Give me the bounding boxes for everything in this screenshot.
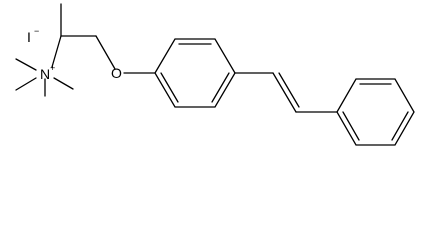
oxygen-symbol: O	[111, 65, 122, 81]
phenylene-double-bond-right	[211, 72, 230, 103]
phenyl-double-bond-left	[342, 111, 360, 141]
nitrogen-symbol: N	[40, 66, 50, 82]
phenyl-ring	[336, 78, 415, 146]
n-to-ch-bond	[51, 35, 62, 68]
vinyl-double-bond-inner	[278, 72, 300, 108]
vinylene-linker	[234, 72, 338, 113]
nitrogen-charge: +	[50, 63, 55, 73]
phenyl-double-bond-right	[391, 111, 409, 141]
n-methyl-bond-left	[15, 77, 37, 91]
iodine-symbol: I	[27, 29, 31, 45]
propyl-chain	[51, 3, 116, 70]
n-methyl-bond-right	[53, 77, 74, 90]
ch2-to-oxygen-bond	[95, 35, 116, 70]
chemical-structure: I − N + O	[15, 3, 415, 146]
phenylene-ring	[154, 38, 236, 108]
phenylene-ring-outline	[154, 38, 236, 108]
phenyl-ring-outline	[336, 78, 415, 146]
trimethylammonium-group: N +	[15, 58, 74, 97]
phenylene-double-bond-left	[160, 72, 179, 103]
vinyl-double-bond	[272, 72, 297, 113]
iodide-charge: −	[34, 26, 39, 36]
n-methyl-bond-upper	[15, 58, 37, 71]
iodide-label: I −	[27, 26, 39, 45]
